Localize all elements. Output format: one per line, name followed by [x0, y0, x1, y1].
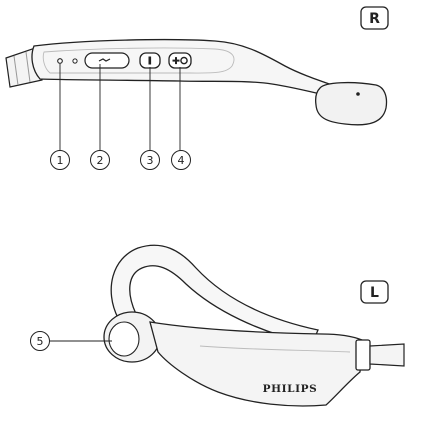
right-side-badge-label: R [369, 11, 380, 27]
left-side-badge-label: L [370, 285, 379, 301]
callout-3: 3 [140, 150, 160, 170]
callout-1: 1 [50, 150, 70, 170]
callout-2-label: 2 [97, 154, 104, 167]
volume-button [168, 52, 192, 69]
callout-5: 5 [30, 331, 50, 351]
left-transducer-pad [103, 311, 161, 363]
usb-charge-icon [98, 58, 111, 62]
right-sensor-dot [356, 92, 360, 96]
callout-1-label: 1 [57, 154, 64, 167]
left-cable-exit [355, 339, 405, 371]
callout-3-label: 3 [147, 154, 154, 167]
callout-leaders-right [59, 64, 181, 150]
callout-4: 4 [171, 150, 191, 170]
led-indicator [57, 58, 63, 64]
left-side-view: L PHILIPS 5 [30, 244, 405, 407]
minus-bar-icon [148, 56, 152, 65]
brand-logo: PHILIPS [263, 383, 318, 395]
callout-5-label: 5 [37, 335, 44, 348]
plus-icon [172, 56, 188, 65]
left-side-badge: L [360, 280, 389, 304]
callout-2: 2 [90, 150, 110, 170]
right-side-badge: R [360, 6, 389, 30]
right-transducer-pad [314, 81, 388, 126]
left-body-seam [199, 345, 351, 353]
left-earpiece-body [149, 321, 363, 407]
callout-4-label: 4 [178, 154, 185, 167]
multifunction-button [139, 52, 161, 69]
right-side-view: R [5, 6, 389, 170]
left-ear-hook [110, 244, 319, 345]
charging-port [72, 52, 130, 69]
control-panel-outline [42, 47, 235, 74]
